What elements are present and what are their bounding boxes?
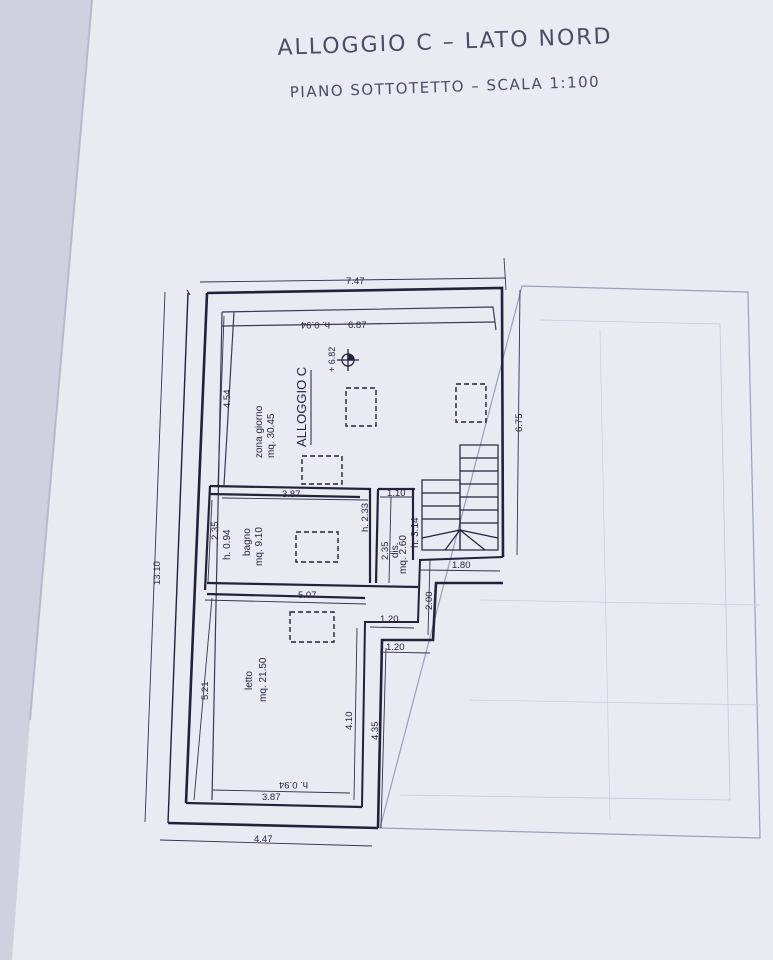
dim-bottom-inner: 3.87 [262,792,281,803]
unit-label: ALLOGGIO C [294,367,309,447]
dim-top-inner: 6.87 [348,320,367,331]
exterior-walls [167,286,505,830]
dim-bottom-total: 4.47 [254,834,273,845]
dim-bath-depth: 2.35 [210,522,221,541]
dim-top-total: 7.47 [346,276,365,287]
low-height-lines [211,306,497,801]
dim-bottom-height: h. 0.94 [279,779,308,790]
dim-bath-width: 3.87 [282,489,301,500]
staircase [421,444,499,551]
living-area: mq. 30.45 [266,413,277,458]
room-labels: ALLOGGIO C + 6.82 zona giorno mq. 30.45 … [222,347,421,702]
dim-closet-h2: 2.35 [380,542,391,561]
dim-step-120a: 1.20 [380,614,399,625]
dim-stair-width: 1.80 [452,560,471,571]
paper-shadow [0,0,92,960]
bedroom-area: mq. 21.50 [258,657,269,702]
dim-closet-width: 1.10 [387,488,406,499]
dim-left-total: 13.10 [152,561,163,585]
dim-bed-depth: 5.21 [200,682,211,701]
dim-living-depth: 4.54 [222,390,233,409]
level-mark: + 6.82 [327,347,337,372]
dim-outer-4-35: 4.35 [370,722,381,741]
dim-top-height: h. 0.94 [301,319,330,330]
skylights [289,383,487,643]
neighbour-unit-outline [379,285,761,839]
dim-right-upper: 6.75 [514,414,525,433]
closet-height: h. 3.14 [410,517,421,548]
bath-name: bagno [242,528,253,556]
bedroom-name: letto [244,671,255,690]
bath-area: mq. 9.10 [254,527,265,566]
dim-bed-width: 5.07 [298,590,317,601]
dim-inner-4-10: 4.10 [344,712,355,731]
dimension-labels: 7.47 h. 0.94 6.87 13.10 4.54 6.75 3.87 1… [152,276,525,845]
paper-edge [29,0,93,721]
closet-area: mq. 2.60 [398,535,409,574]
dim-step-120b: 1.20 [386,642,405,653]
paper-sheet [12,0,773,960]
dim-closet-h1: h. 2.33 [360,503,371,532]
bath-height: h. 0.94 [222,529,233,560]
closet-name: dis. [390,542,401,558]
dim-step-2: 2.00 [424,592,435,611]
dimension-lines [144,257,521,847]
level-symbol-icon [337,349,359,371]
living-name: zona giorno [254,405,265,458]
interior-walls [203,484,419,600]
